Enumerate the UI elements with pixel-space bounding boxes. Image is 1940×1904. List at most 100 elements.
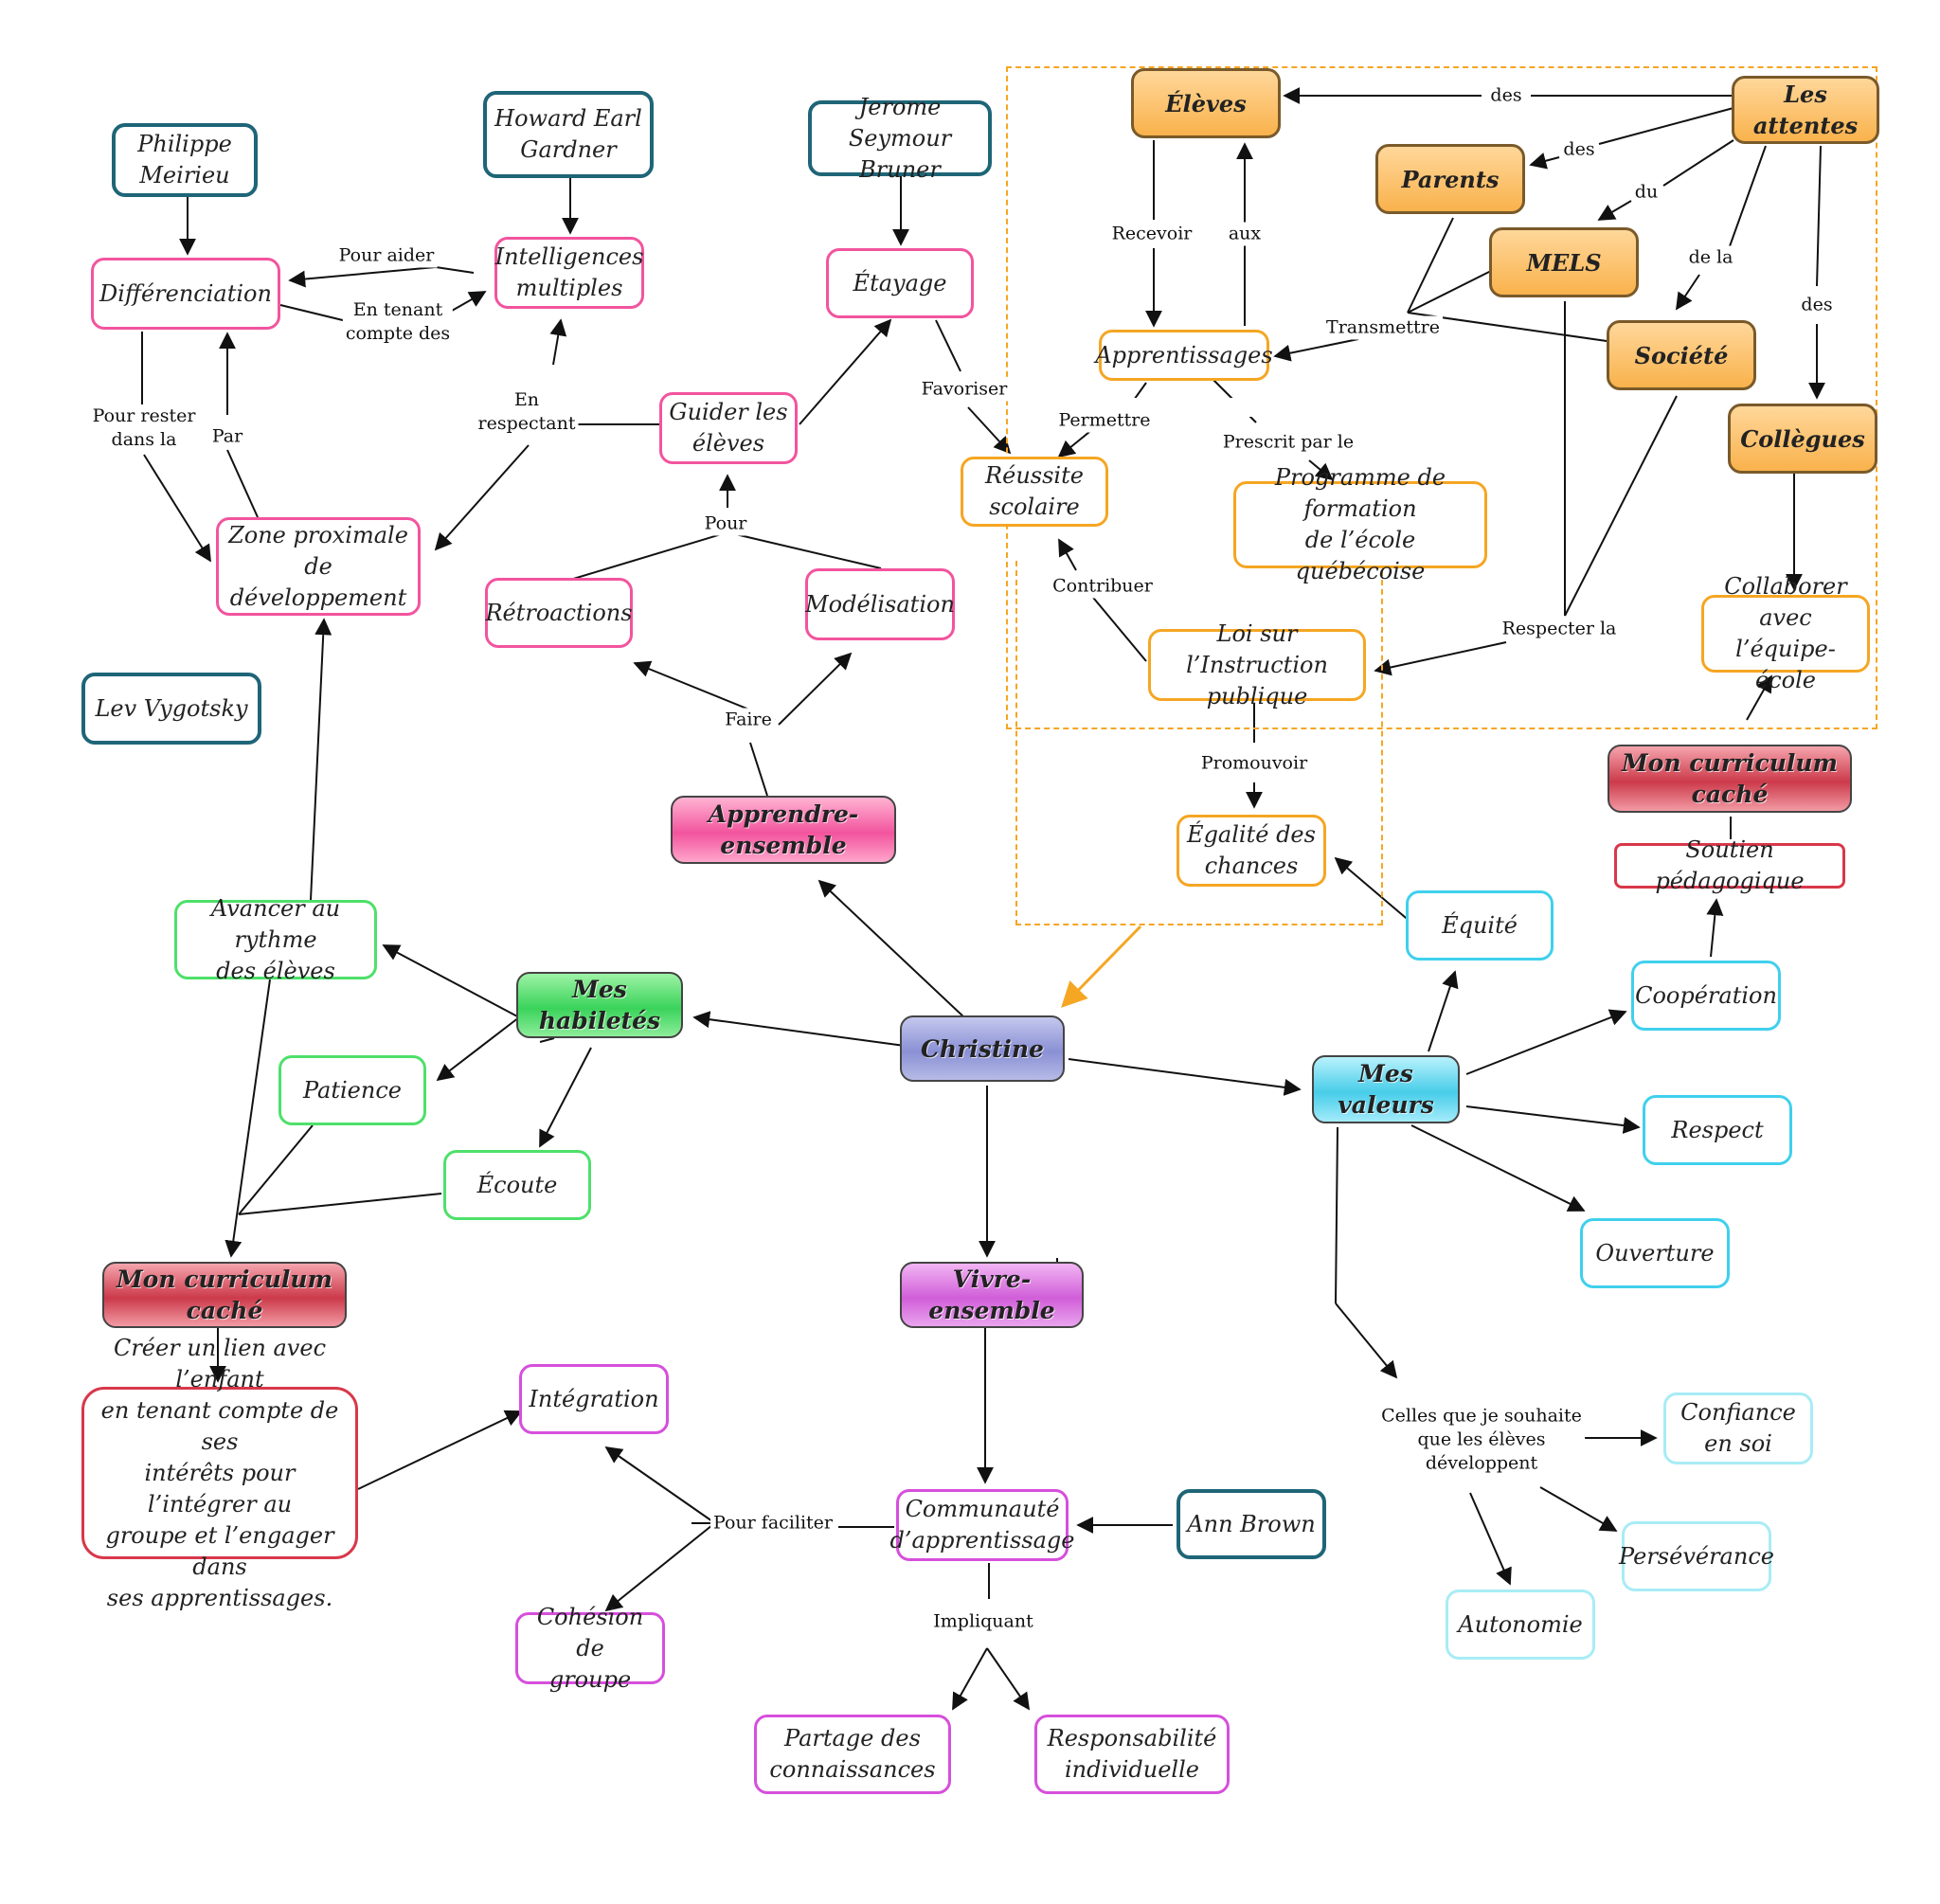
label-des-eleves: des (1487, 83, 1525, 108)
integration-label: Intégration (529, 1385, 659, 1412)
cooperation-node[interactable]: Coopération (1631, 961, 1781, 1031)
link-line (778, 652, 853, 726)
mes-habiletes-label: Mes habiletés (538, 976, 661, 1034)
les-attentes-node[interactable]: Les attentes (1732, 76, 1879, 144)
link-line (1706, 898, 1724, 958)
retroactions-node[interactable]: Rétroactions (485, 578, 633, 648)
link-line (382, 944, 520, 1018)
link-line (539, 1047, 592, 1148)
differenciation-node[interactable]: Différenciation (91, 258, 280, 330)
link-line (1308, 459, 1334, 481)
link-line (1088, 592, 1147, 662)
link-line (1465, 1105, 1641, 1134)
ouverture-node[interactable]: Ouverture (1580, 1218, 1730, 1288)
link-line (549, 318, 567, 366)
link-line (238, 1193, 442, 1215)
label-recevoir: Recevoir (1108, 222, 1195, 246)
link-line (279, 304, 351, 323)
integration-node[interactable]: Intégration (519, 1364, 669, 1434)
patience-node[interactable]: Patience (278, 1055, 426, 1125)
ecoute-node[interactable]: Écoute (443, 1150, 591, 1220)
loi-line-2: publique (1206, 682, 1308, 710)
respect-node[interactable]: Respect (1643, 1095, 1792, 1165)
programme-line-1: Programme de formation (1274, 464, 1446, 522)
label-permettre: Permettre (1055, 408, 1154, 433)
label-pour-aider: Pour aider (335, 243, 438, 268)
curriculum-right-node[interactable]: Mon curriculum caché (1608, 745, 1852, 813)
link-line (604, 1446, 713, 1522)
curriculum-right-label: Mon curriculum caché (1622, 749, 1838, 808)
howard-line-2: Gardner (520, 136, 617, 163)
etayage-node[interactable]: Étayage (826, 248, 974, 318)
vivre-ensemble-node[interactable]: Vivre-ensemble (900, 1262, 1084, 1328)
link-line (357, 1410, 523, 1490)
soutien-label: Soutien pédagogique (1655, 836, 1805, 894)
guider-line-1: Guider les (669, 399, 788, 425)
label-des-collegues: des (1798, 293, 1836, 317)
link-line (1057, 431, 1090, 458)
christine-node[interactable]: Christine (900, 1015, 1065, 1082)
link-line (749, 742, 768, 797)
partage-line-1: Partage des (784, 1725, 921, 1751)
link-line (1410, 1124, 1586, 1212)
mes-valeurs-node[interactable]: Mes valeurs (1312, 1055, 1460, 1123)
collegues-node[interactable]: Collègues (1728, 404, 1877, 474)
link-line (1662, 139, 1734, 187)
perseverance-node[interactable]: Persévérance (1619, 1521, 1774, 1591)
respect-label: Respect (1671, 1116, 1764, 1143)
link-line (1597, 200, 1632, 221)
curriculum-left-node[interactable]: Mon curriculum caché (102, 1262, 347, 1328)
avancer-line-1: Avancer au rythme (210, 894, 341, 953)
apprendre-ensemble-node[interactable]: Apprendre-ensemble (671, 796, 896, 864)
autonomie-node[interactable]: Autonomie (1446, 1590, 1595, 1660)
parents-node[interactable]: Parents (1375, 144, 1525, 214)
label-impliquant: Impliquant (930, 1609, 1036, 1634)
autonomie-label: Autonomie (1458, 1610, 1583, 1638)
reussite-line-1: Réussite (985, 462, 1084, 489)
soutien-pedagogique-node[interactable]: Soutien pédagogique (1614, 836, 1845, 894)
mes-habiletes-node[interactable]: Mes habiletés (516, 972, 683, 1038)
philippe-line-1: Philippe (137, 131, 232, 157)
ouverture-label: Ouverture (1595, 1239, 1715, 1266)
modelisation-node[interactable]: Modélisation (805, 568, 955, 640)
curriculum-left-label: Mon curriculum caché (117, 1266, 332, 1324)
link-line (435, 266, 475, 274)
apprentissages-node[interactable]: Apprentissages (1095, 330, 1273, 381)
lev-vygotsky-node[interactable]: Lev Vygotsky (81, 673, 261, 745)
link-line (692, 1011, 906, 1047)
link-line (799, 318, 892, 425)
region-to-christine-arrow (1061, 925, 1142, 1008)
link-line (817, 879, 967, 1020)
mels-node[interactable]: MELS (1489, 227, 1639, 297)
equite-node[interactable]: Équité (1406, 890, 1554, 961)
link-line (1058, 538, 1077, 571)
communaute-line-2: d’apprentissage (889, 1527, 1075, 1554)
societe-node[interactable]: Société (1607, 320, 1756, 390)
ann-brown-node[interactable]: Ann Brown (1177, 1489, 1326, 1559)
orange-region-bottom (1015, 561, 1383, 925)
link-line (727, 531, 882, 569)
eleves-node[interactable]: Élèves (1131, 68, 1281, 138)
egalite-line-2: chances (1204, 853, 1299, 879)
confiance-line-1: Confiance (1680, 1399, 1796, 1426)
